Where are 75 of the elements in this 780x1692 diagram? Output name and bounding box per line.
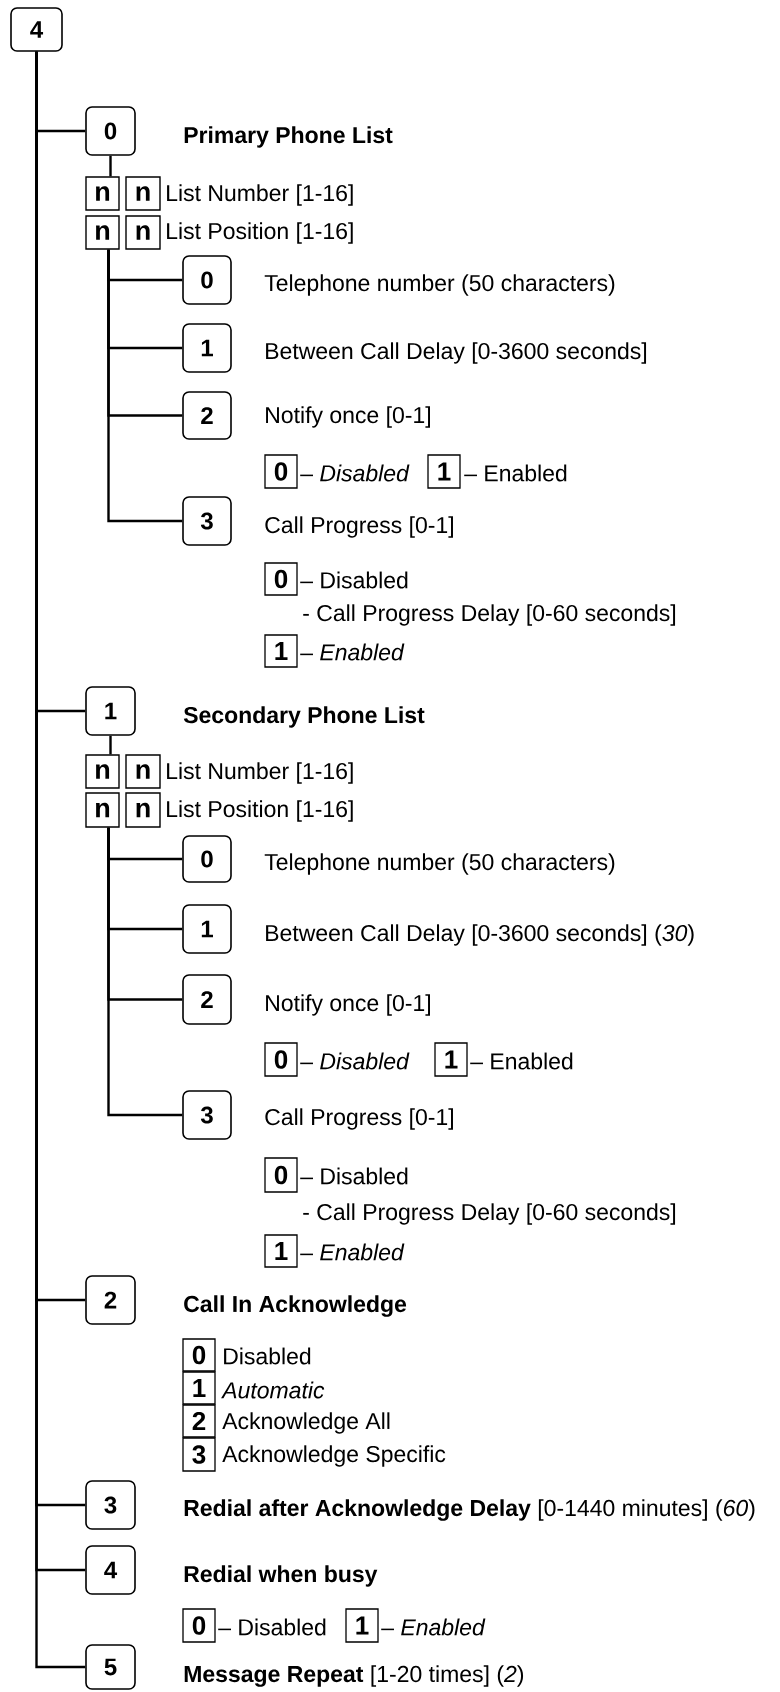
menu-heading: Message Repeat [1-20 times] (2)	[184, 1665, 524, 1687]
key-box: 4	[85, 1545, 136, 1595]
menu-heading: Secondary Phone List	[183, 706, 425, 728]
digit-box: 1	[345, 1608, 379, 1643]
option-label: – Disabled	[300, 1052, 410, 1070]
key-box: 0	[182, 835, 232, 883]
key-box: 0	[182, 255, 232, 305]
letter-box: n	[125, 176, 161, 211]
option-label: – Disabled	[218, 1618, 326, 1636]
digit-box: 0	[264, 454, 298, 489]
setting-label: Call Progress [0-1]	[265, 516, 453, 538]
key-box: 1	[85, 686, 136, 736]
key-box: 1	[182, 323, 232, 373]
digit-box: 1	[182, 1371, 216, 1405]
letter-box: n	[125, 215, 161, 250]
tree-line	[107, 249, 183, 523]
letter-box: n	[85, 792, 120, 828]
digit-box: 0	[182, 1608, 216, 1643]
digit-box: 0	[264, 1157, 298, 1193]
digit-box: 3	[182, 1437, 216, 1472]
digit-box: 2	[182, 1404, 216, 1438]
menu-heading: Redial when busy	[184, 1565, 378, 1587]
digit-box: 1	[264, 634, 298, 668]
digit-box: 1	[264, 1234, 298, 1268]
option-label: Acknowledge Specific	[222, 1445, 446, 1467]
key-box: 2	[182, 974, 232, 1025]
key-box: 5	[85, 1644, 136, 1690]
option-label: – Enabled	[300, 643, 405, 661]
key-box: 0	[85, 106, 136, 156]
tree-line	[107, 827, 183, 1117]
digit-box: 1	[434, 1042, 468, 1077]
letter-box: n	[85, 176, 120, 211]
setting-label: Between Call Delay [0-3600 seconds]	[266, 342, 647, 364]
key-box: 3	[85, 1480, 136, 1530]
option-label: Disabled	[224, 1347, 311, 1365]
option-label: – Enabled	[470, 1052, 573, 1070]
menu-heading: Call In Acknowledge	[184, 1295, 407, 1317]
setting-label: Notify once [0-1]	[266, 406, 430, 428]
menu-heading: Redial after Acknowledge Delay [0-1440 minutes] (60)	[184, 1499, 755, 1521]
key-box: 3	[182, 496, 232, 546]
setting-label: List Position [1-16]	[167, 222, 353, 244]
key-box: 1	[182, 904, 232, 954]
setting-label: Telephone number (50 characters)	[264, 853, 615, 875]
option-label: – Disabled	[300, 464, 410, 482]
option-label: – Enabled	[381, 1618, 486, 1636]
option-label: – Enabled	[300, 1243, 405, 1261]
setting-label: List Number [1-16]	[167, 762, 353, 784]
option-label: Acknowledge All	[222, 1412, 390, 1434]
menu-heading: Primary Phone List	[184, 126, 393, 148]
setting-label: List Number [1-16]	[167, 184, 353, 206]
option-label: – Disabled	[300, 1167, 408, 1185]
tree-line	[109, 735, 112, 755]
option-label: – Enabled	[464, 464, 567, 482]
digit-box: 1	[427, 454, 461, 489]
key-box: 4	[10, 7, 63, 52]
key-box: 2	[182, 391, 232, 440]
digit-box: 0	[264, 1042, 298, 1077]
letter-box: n	[85, 754, 120, 789]
setting-label: Call Progress [0-1]	[265, 1108, 453, 1130]
option-label: – Disabled	[300, 571, 408, 589]
key-box: 3	[182, 1090, 232, 1140]
letter-box: n	[125, 754, 161, 789]
setting-label: List Position [1-16]	[167, 800, 353, 822]
setting-label: Between Call Delay [0-3600 seconds] (30)	[266, 924, 694, 946]
setting-label: Telephone number (50 characters)	[264, 274, 615, 296]
key-box: 2	[85, 1275, 136, 1325]
setting-label: Notify once [0-1]	[266, 994, 430, 1016]
digit-box: 0	[182, 1338, 216, 1372]
letter-box: n	[125, 792, 161, 828]
setting-label: - Call Progress Delay [0-60 seconds]	[303, 1203, 676, 1225]
tree-line	[109, 155, 112, 177]
letter-box: n	[85, 215, 120, 250]
option-label: Automatic	[221, 1381, 325, 1399]
setting-label: - Call Progress Delay [0-60 seconds]	[303, 604, 676, 626]
digit-box: 0	[264, 562, 298, 596]
